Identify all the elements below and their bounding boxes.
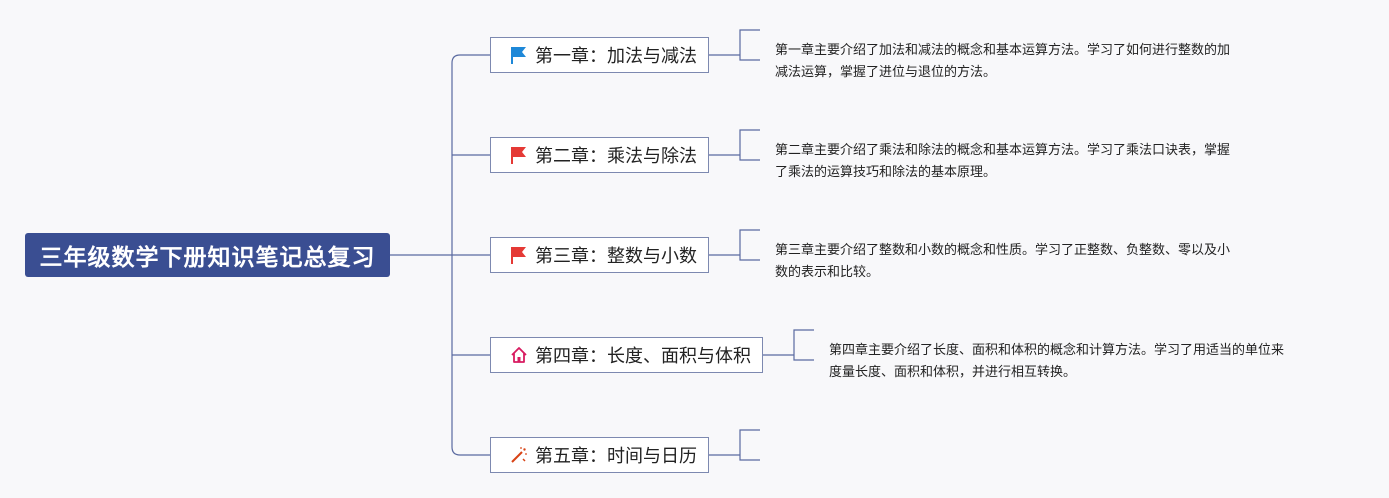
summary-line: 减法运算，掌握了进位与退位的方法。 [775,65,997,80]
summary-line: 度量长度、面积和体积，并进行相互转换。 [829,365,1077,380]
summary-line: 数的表示和比较。 [775,265,880,280]
summary-line: 了乘法的运算技巧和除法的基本原理。 [775,165,997,180]
chapter-label: 第五章：时间与日历 [535,446,697,467]
blue-flag-icon [509,45,529,65]
chapter-label: 第二章：乘法与除法 [535,146,697,167]
chapter-summary-3: 第三章主要介绍了整数和小数的概念和性质。学习了正整数、负整数、零以及小 数的表示… [775,240,1230,284]
chapter-node-3[interactable]: 第三章：整数与小数 [490,237,709,273]
chapter-summary-2: 第二章主要介绍了乘法和除法的概念和基本运算方法。学习了乘法口诀表，掌握 了乘法的… [775,140,1230,184]
chapter-node-2[interactable]: 第二章：乘法与除法 [490,137,709,173]
summary-line: 第二章主要介绍了乘法和除法的概念和基本运算方法。学习了乘法口诀表，掌握 [775,143,1231,158]
summary-line: 第四章主要介绍了长度、面积和体积的概念和计算方法。学习了用适当的单位来 [829,343,1285,358]
chapter-label: 第三章：整数与小数 [535,246,697,267]
root-topic[interactable]: 三年级数学下册知识笔记总复习 [25,233,390,277]
chapter-summary-4: 第四章主要介绍了长度、面积和体积的概念和计算方法。学习了用适当的单位来 度量长度… [829,340,1284,384]
house-icon [509,345,529,365]
summary-line: 第三章主要介绍了整数和小数的概念和性质。学习了正整数、负整数、零以及小 [775,243,1231,258]
chapter-label: 第四章：长度、面积与体积 [535,346,751,367]
chapter-node-1[interactable]: 第一章：加法与减法 [490,37,709,73]
summary-line: 第一章主要介绍了加法和减法的概念和基本运算方法。学习了如何进行整数的加 [775,43,1231,58]
red-flag-icon [509,145,529,165]
chapter-summary-1: 第一章主要介绍了加法和减法的概念和基本运算方法。学习了如何进行整数的加 减法运算… [775,40,1230,84]
chapter-label: 第一章：加法与减法 [535,46,697,67]
chapter-node-4[interactable]: 第四章：长度、面积与体积 [490,337,763,373]
chapter-node-5[interactable]: 第五章：时间与日历 [490,437,709,473]
magic-wand-icon [509,445,529,465]
red-flag-icon [509,245,529,265]
